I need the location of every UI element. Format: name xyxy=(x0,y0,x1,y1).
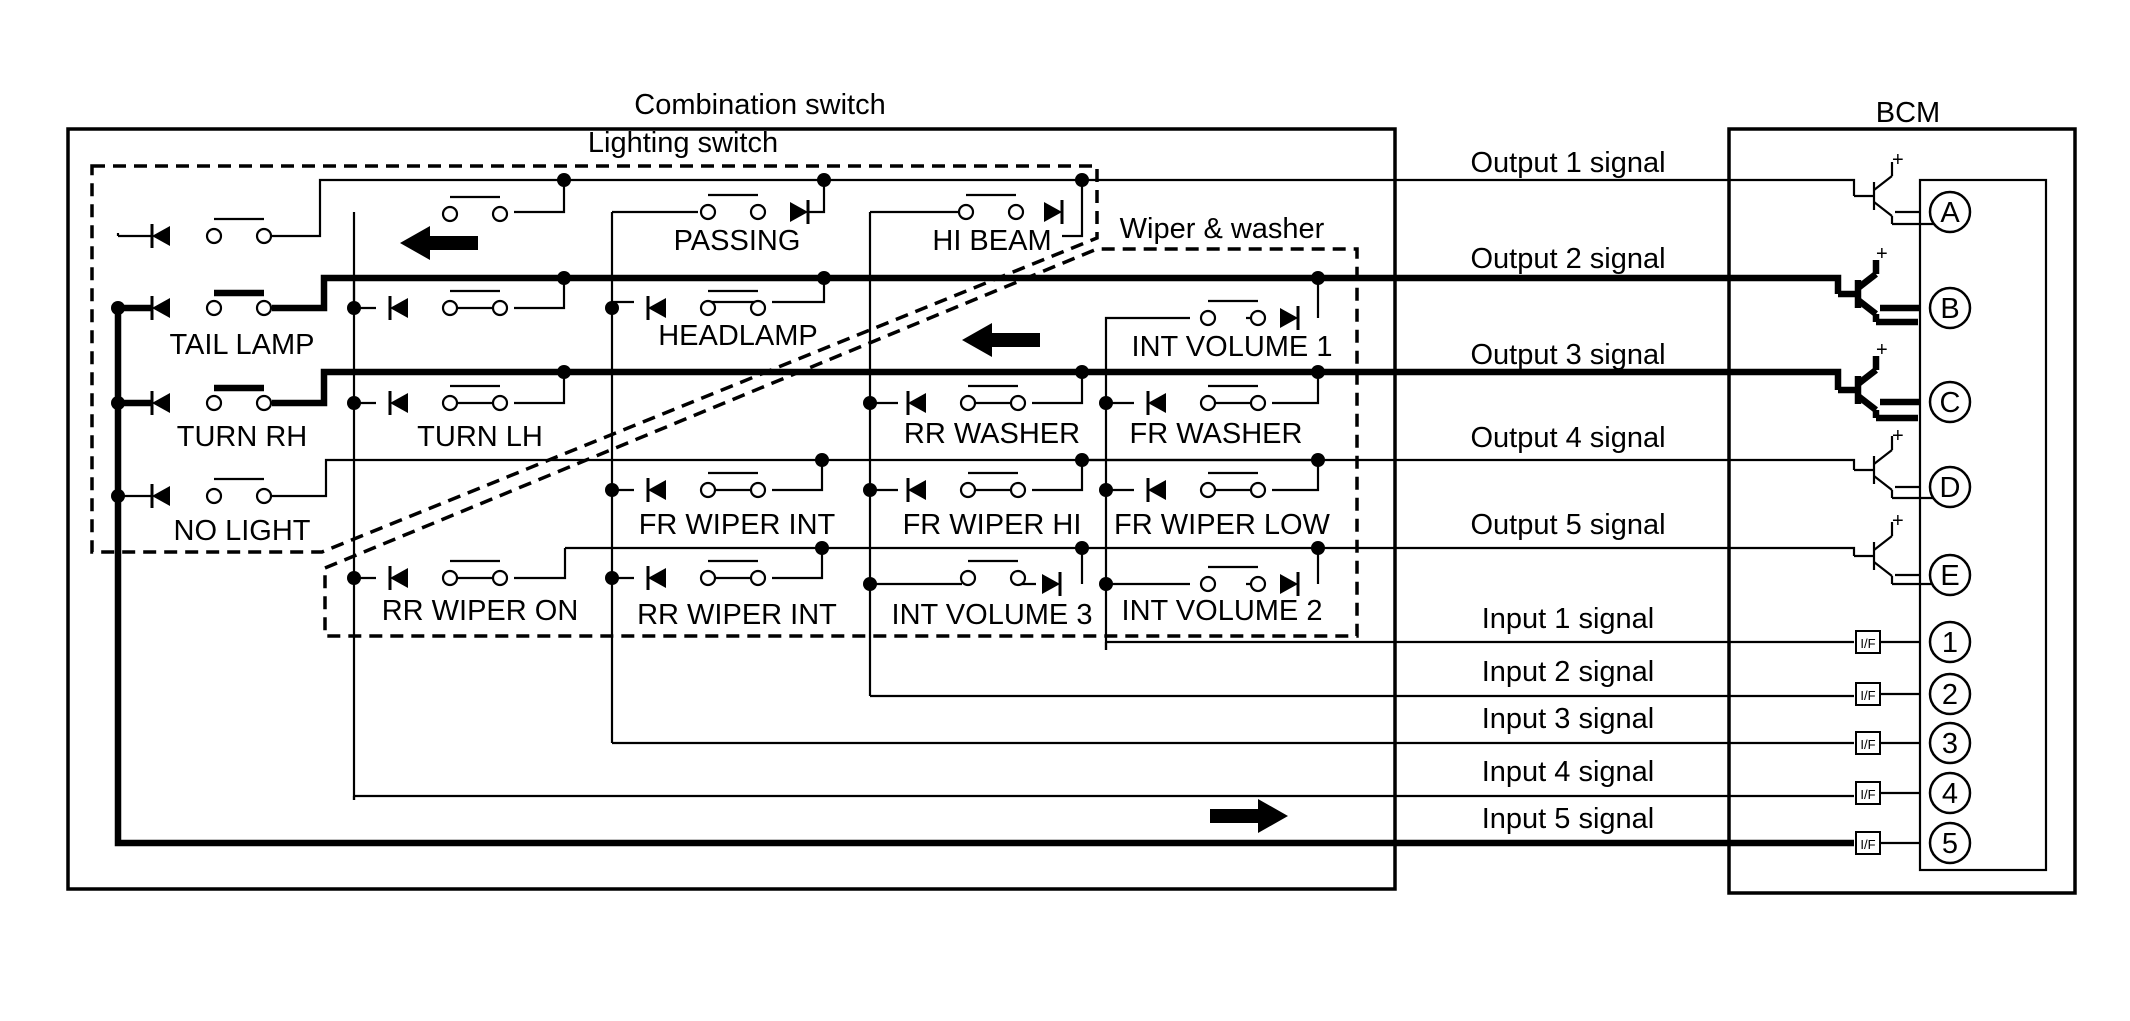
terminal-1: 1 xyxy=(1942,627,1958,659)
signal-label-output-1: Output 1 signal xyxy=(1470,147,1665,179)
arrow-left-icon xyxy=(400,226,478,260)
arrow-right-icon xyxy=(1210,799,1288,833)
if-label-3: I/F xyxy=(1860,737,1875,752)
interface-boxes xyxy=(1855,630,1881,855)
label-turn-lh: TURN LH xyxy=(417,421,543,453)
arrow-left-icon xyxy=(962,323,1040,357)
label-passing: PASSING xyxy=(674,225,801,257)
signal-label-output-3: Output 3 signal xyxy=(1470,339,1665,371)
label-int-volume-1: INT VOLUME 1 xyxy=(1132,331,1333,363)
if-label-2: I/F xyxy=(1860,688,1875,703)
label-int-volume-3: INT VOLUME 3 xyxy=(892,599,1093,631)
label-headlamp: HEADLAMP xyxy=(658,320,818,352)
terminal-5: 5 xyxy=(1942,828,1958,860)
label-hi-beam: HI BEAM xyxy=(932,225,1051,257)
plus-sign-b: + xyxy=(1876,243,1888,265)
if-label-5: I/F xyxy=(1860,837,1875,852)
wiper-washer-group xyxy=(323,247,1359,638)
label-rr-washer: RR WASHER xyxy=(904,418,1080,450)
terminal-2: 2 xyxy=(1942,679,1958,711)
signal-label-input-3: Input 3 signal xyxy=(1482,703,1655,735)
label-rr-wiper-int: RR WIPER INT xyxy=(637,599,837,631)
if-label-1: I/F xyxy=(1860,636,1875,651)
signal-label-input-4: Input 4 signal xyxy=(1482,756,1655,788)
plus-sign-d: + xyxy=(1892,425,1904,447)
signal-label-input-5: Input 5 signal xyxy=(1482,803,1655,835)
terminal-c: C xyxy=(1940,387,1961,419)
plus-sign-e: + xyxy=(1892,510,1904,532)
if-label-4: I/F xyxy=(1860,787,1875,802)
bcm-connector-block xyxy=(1918,178,2048,872)
plus-sign-a: + xyxy=(1892,149,1904,171)
lighting-switch-label: Lighting switch xyxy=(588,127,778,159)
lighting-switch-group xyxy=(90,164,1099,554)
junction-dots xyxy=(111,173,1325,591)
wiring xyxy=(116,178,1920,845)
combination-switch-title: Combination switch xyxy=(634,89,885,121)
wiper-washer-label: Wiper & washer xyxy=(1120,213,1325,245)
signal-label-output-4: Output 4 signal xyxy=(1470,422,1665,454)
bold-wiring xyxy=(114,274,1920,847)
signal-label-input-2: Input 2 signal xyxy=(1482,656,1655,688)
label-rr-wiper-on: RR WIPER ON xyxy=(382,595,579,627)
label-int-volume-2: INT VOLUME 2 xyxy=(1122,595,1323,627)
signal-label-input-1: Input 1 signal xyxy=(1482,603,1655,635)
terminal-d: D xyxy=(1940,472,1961,504)
terminal-b: B xyxy=(1940,293,1959,325)
bcm-box xyxy=(1727,127,2077,895)
label-fr-wiper-low: FR WIPER LOW xyxy=(1114,509,1331,541)
label-fr-washer: FR WASHER xyxy=(1130,418,1303,450)
terminal-3: 3 xyxy=(1942,728,1958,760)
label-fr-wiper-int: FR WIPER INT xyxy=(639,509,836,541)
terminal-e: E xyxy=(1940,560,1959,592)
terminal-4: 4 xyxy=(1942,778,1958,810)
label-fr-wiper-hi: FR WIPER HI xyxy=(903,509,1082,541)
bcm-title: BCM xyxy=(1876,97,1940,129)
signal-label-output-2: Output 2 signal xyxy=(1470,243,1665,275)
plus-sign-c: + xyxy=(1876,339,1888,361)
terminal-a: A xyxy=(1940,197,1960,229)
combination-switch-box xyxy=(66,127,1397,891)
signal-label-output-5: Output 5 signal xyxy=(1470,509,1665,541)
label-no-light: NO LIGHT xyxy=(174,515,311,547)
label-turn-rh: TURN RH xyxy=(177,421,308,453)
label-tail-lamp: TAIL LAMP xyxy=(169,329,314,361)
bcm-terminals xyxy=(1928,190,1972,865)
